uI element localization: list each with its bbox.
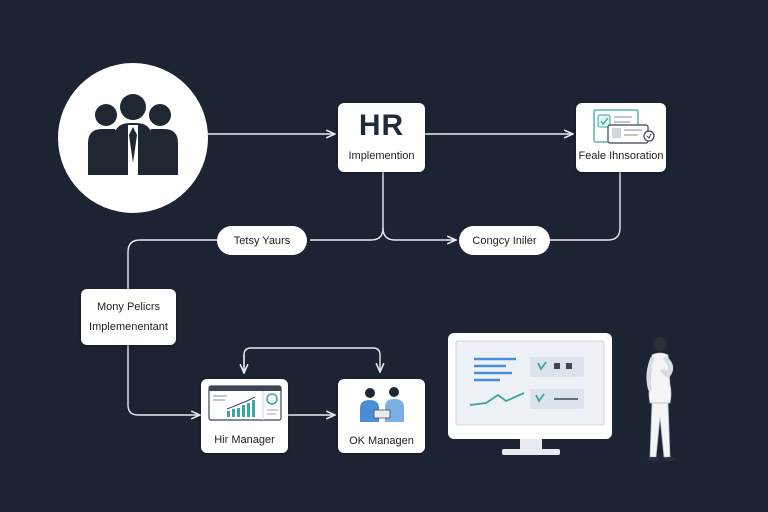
pill-left[interactable]: Tetsy Yaurs — [217, 226, 307, 255]
policy-line1: Mony Pelicrs — [97, 300, 160, 313]
hr-implementation-node[interactable]: HR Implemention — [338, 103, 425, 172]
dashboard-chart-icon — [207, 385, 282, 421]
monitor-dashboard-icon — [448, 333, 612, 455]
standing-person-figure — [646, 337, 675, 461]
pill-right-label: Congcy Iniler — [472, 234, 537, 247]
hr-manager-node[interactable]: Hir Manager — [201, 379, 288, 453]
policy-implementation-node[interactable]: Mony Pelicrs Implemenentant — [81, 289, 176, 345]
hr-manager-label: Hir Manager — [214, 434, 275, 446]
two-people-meeting-icon — [359, 387, 404, 422]
document-cards-icon — [593, 109, 655, 144]
profile-label: Feale Ihnsoration — [578, 150, 664, 162]
ok-manager-label: OK Managen — [349, 435, 414, 447]
team-icon-circle — [58, 63, 208, 213]
policy-line2: Implemenentant — [89, 321, 168, 333]
ok-manager-node[interactable]: OK Managen — [338, 379, 425, 453]
hr-subtitle: Implemention — [348, 150, 415, 163]
profile-node[interactable]: Feale Ihnsoration — [576, 103, 666, 172]
hr-title: HR — [358, 109, 405, 143]
pill-right[interactable]: Congcy Iniler — [459, 226, 550, 255]
pill-left-label: Tetsy Yaurs — [233, 234, 291, 247]
people-group-icon — [88, 94, 178, 175]
